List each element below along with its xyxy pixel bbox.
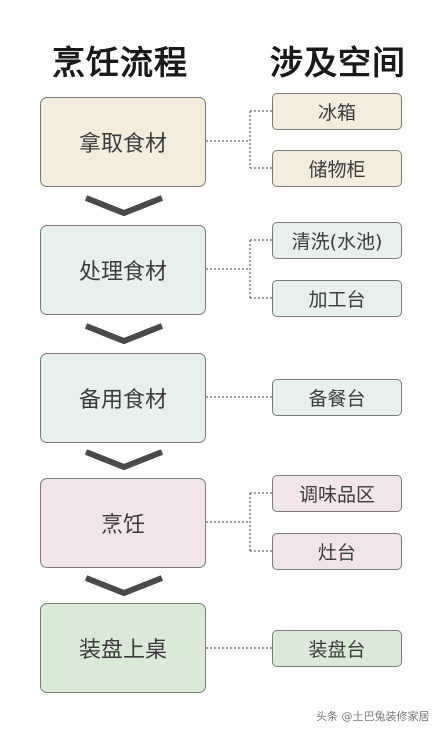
step-label: 装盘上桌: [78, 638, 167, 663]
step-label: 烹饪: [100, 513, 145, 538]
step-label: 处理食材: [78, 260, 167, 285]
space-box: 储物柜: [272, 150, 402, 187]
space-label: 储物柜: [308, 159, 366, 181]
space-label: 备餐台: [308, 388, 366, 410]
space-box: 装盘台: [272, 630, 402, 667]
space-box: 灶台: [272, 533, 402, 570]
space-box: 调味品区: [272, 475, 402, 512]
chevron-down-icon: [84, 323, 164, 345]
space-box: 备餐台: [272, 379, 402, 416]
space-box: 冰箱: [272, 93, 402, 130]
step-box: 拿取食材: [40, 97, 206, 187]
space-box: 加工台: [272, 280, 402, 317]
space-label: 调味品区: [298, 484, 375, 506]
space-label: 冰箱: [317, 102, 356, 124]
step-box: 处理食材: [40, 225, 206, 315]
space-label: 清洗(水池): [291, 231, 383, 253]
chevron-down-icon: [84, 575, 164, 597]
space-label: 装盘台: [308, 639, 366, 661]
process-header: 烹饪流程: [52, 43, 188, 82]
chevron-down-icon: [84, 195, 164, 217]
space-box: 清洗(水池): [272, 222, 402, 259]
space-label: 灶台: [317, 542, 356, 564]
space-label: 加工台: [308, 289, 366, 311]
step-label: 拿取食材: [78, 132, 167, 157]
step-box: 备用食材: [40, 353, 206, 443]
spaces-header: 涉及空间: [270, 43, 406, 82]
chevron-down-icon: [84, 449, 164, 471]
step-box: 烹饪: [40, 478, 206, 568]
step-label: 备用食材: [78, 388, 167, 413]
watermark: 头条 @土巴兔装修家居: [316, 710, 430, 723]
step-box: 装盘上桌: [40, 603, 206, 693]
